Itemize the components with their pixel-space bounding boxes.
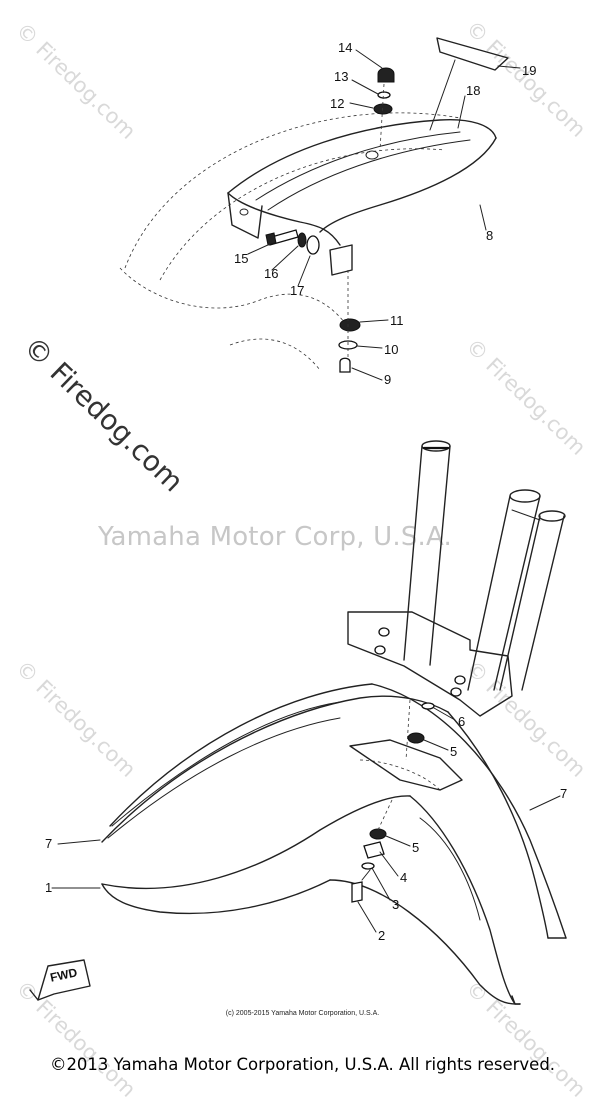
rear-fender-assembly	[119, 37, 521, 381]
callout-9: 9	[384, 372, 392, 387]
footer-copyright: ©2013 Yamaha Motor Corporation, U.S.A. A…	[49, 1055, 556, 1074]
callout-19: 19	[522, 63, 537, 78]
callout-7-left: 7	[45, 836, 53, 851]
callout-13: 13	[334, 69, 349, 84]
callout-7-right: 7	[560, 786, 568, 801]
callout-3: 3	[392, 897, 400, 912]
callout-14: 14	[338, 40, 353, 55]
callout-18: 18	[466, 83, 481, 98]
callout-16: 16	[264, 266, 279, 281]
callout-12: 12	[330, 96, 345, 111]
callout-10: 10	[384, 342, 399, 357]
callout-15: 15	[234, 251, 249, 266]
callout-4: 4	[400, 870, 408, 885]
front-fender-assembly	[29, 440, 567, 1005]
callout-8: 8	[486, 228, 494, 243]
callout-2: 2	[378, 928, 386, 943]
callout-5-upper: 5	[450, 744, 458, 759]
callout-17: 17	[290, 283, 305, 298]
diagram-copyright: (c) 2005-2015 Yamaha Motor Corporation, …	[225, 1010, 380, 1017]
callout-11: 11	[390, 313, 404, 328]
watermark-center: Yamaha Motor Corp, U.S.A.	[98, 522, 453, 552]
callout-1: 1	[45, 880, 53, 895]
callout-6: 6	[458, 714, 466, 729]
callout-5-lower: 5	[412, 840, 420, 855]
